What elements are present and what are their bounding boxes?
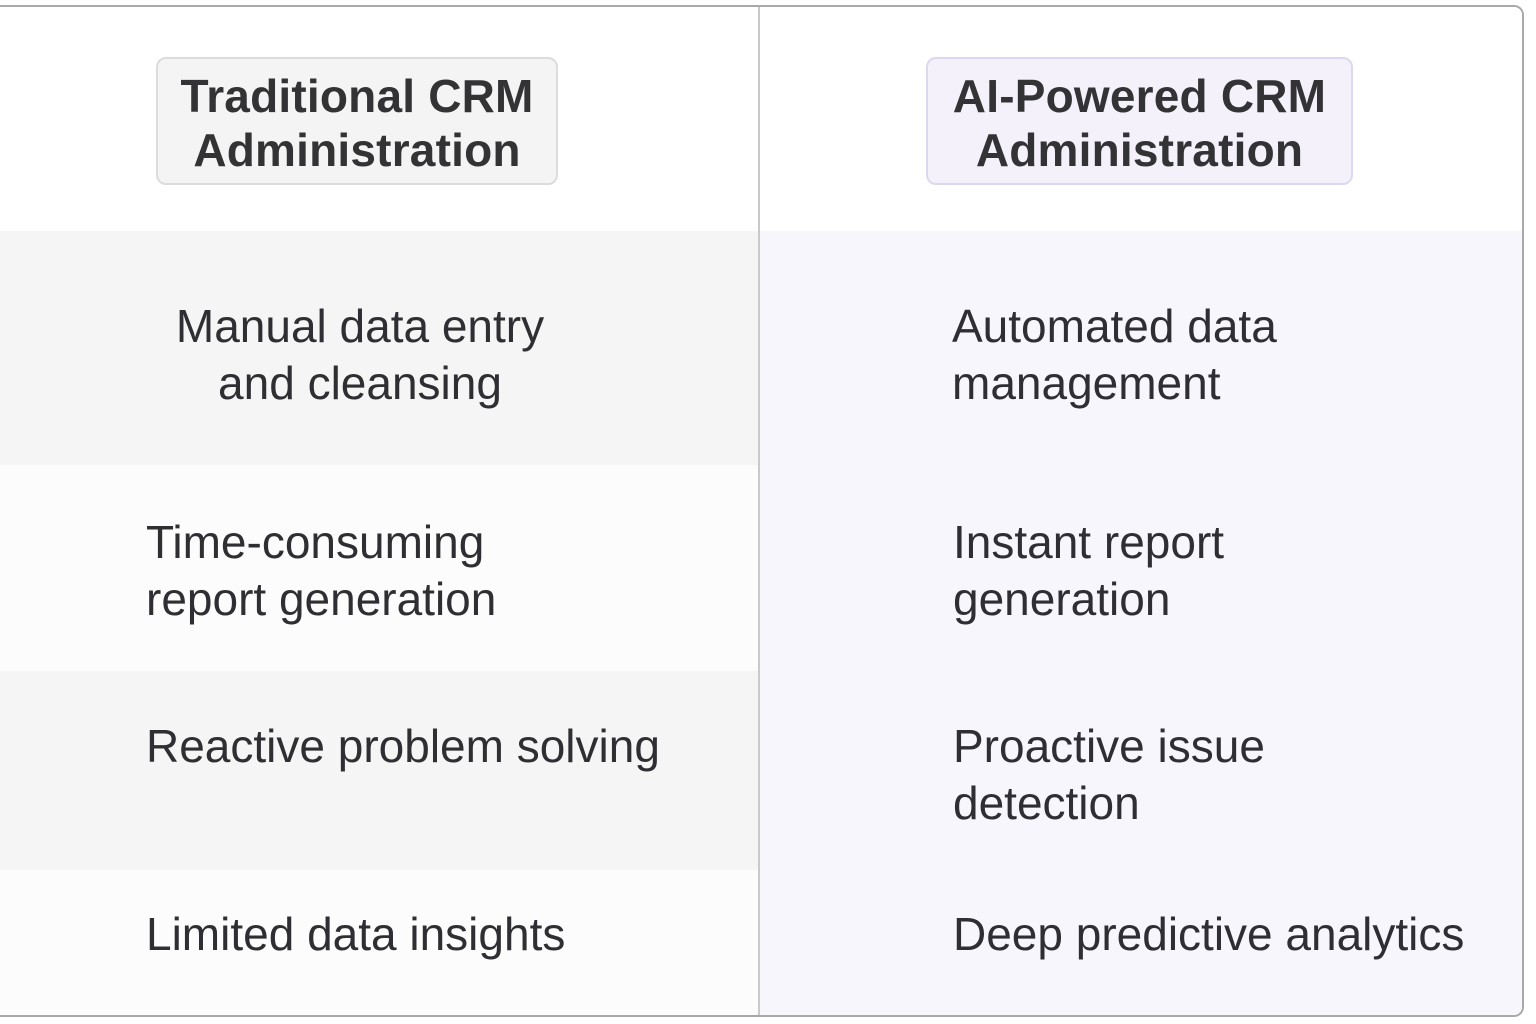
cell-text: Instant report generation	[953, 516, 1225, 625]
table-row: Reactive problem solving Proactive issue…	[0, 671, 1522, 872]
header-cell-traditional: Traditional CRM Administration	[0, 7, 760, 231]
cell-traditional: Limited data insights	[0, 870, 760, 1015]
cell-text: Manual data entry and cleansing	[175, 300, 545, 409]
cell-ai: Deep predictive analytics	[760, 870, 1522, 1015]
cell-text: Time-consuming report generation	[146, 516, 497, 625]
cell-ai: Automated data management	[760, 231, 1522, 465]
column-divider	[758, 7, 760, 1015]
table-row: Time-consuming report generation Instant…	[0, 465, 1522, 673]
cell-text: Reactive problem solving	[146, 720, 660, 772]
cell-traditional: Manual data entry and cleansing	[0, 231, 760, 465]
cell-text: Deep predictive analytics	[953, 908, 1465, 960]
table-row: Limited data insights Deep predictive an…	[0, 870, 1522, 1015]
cell-traditional: Time-consuming report generation	[0, 465, 760, 671]
cell-text: Limited data insights	[146, 908, 566, 960]
cell-text: Proactive issue detection	[953, 720, 1265, 829]
column-header-traditional-crm: Traditional CRM Administration	[156, 57, 558, 185]
table-row: Manual data entry and cleansing Automate…	[0, 231, 1522, 467]
cell-ai: Instant report generation	[760, 465, 1522, 671]
cell-text: Automated data management	[952, 300, 1277, 409]
comparison-table: Traditional CRM Administration AI-Powere…	[0, 5, 1524, 1017]
column-header-ai-powered-crm: AI-Powered CRM Administration	[926, 57, 1353, 185]
cell-ai: Proactive issue detection	[760, 671, 1522, 870]
cell-traditional: Reactive problem solving	[0, 671, 760, 870]
header-cell-ai: AI-Powered CRM Administration	[760, 7, 1522, 231]
table-header-row: Traditional CRM Administration AI-Powere…	[0, 7, 1522, 233]
